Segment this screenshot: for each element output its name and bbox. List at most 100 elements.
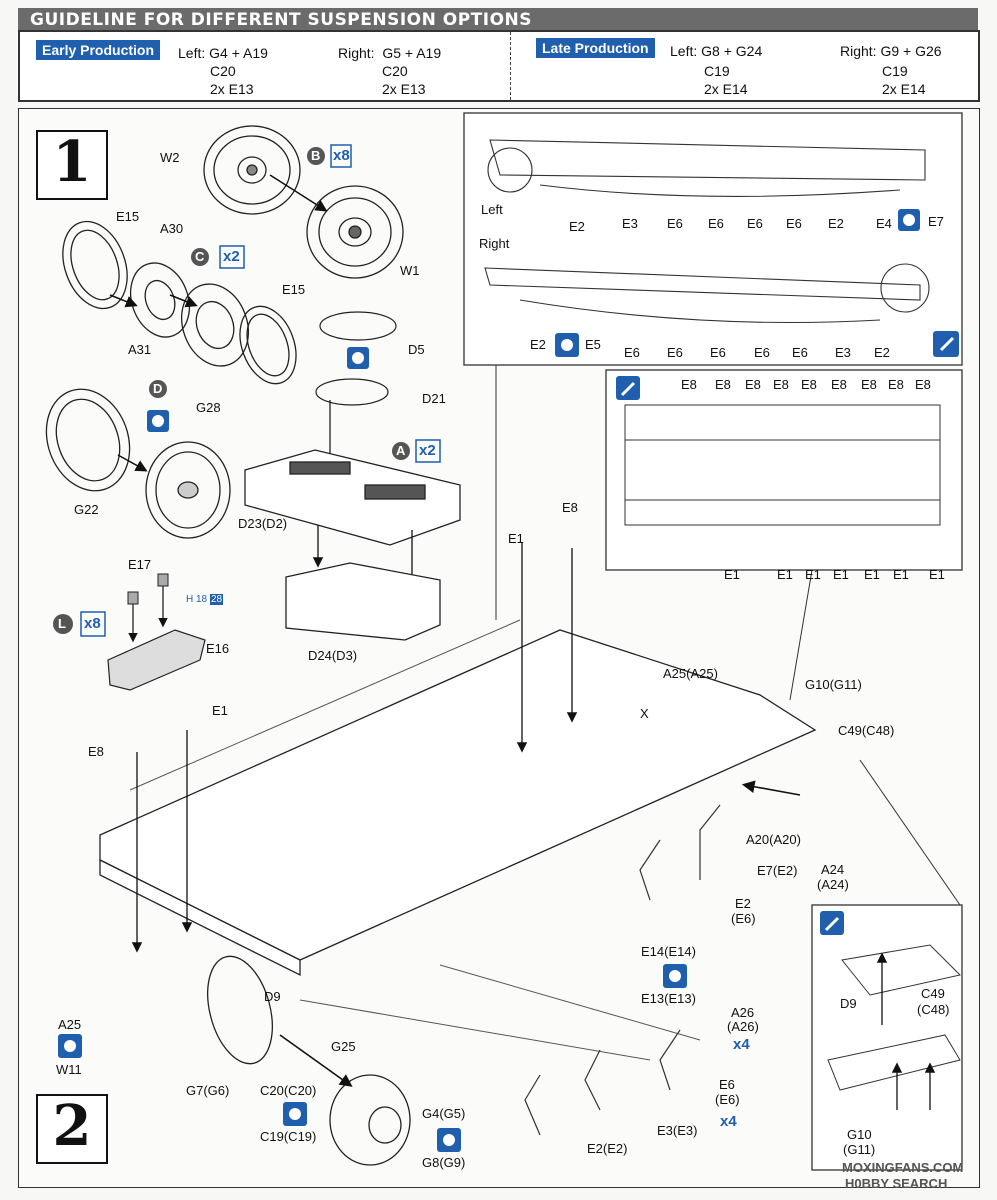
label-e17: E17 xyxy=(128,557,152,572)
paint-brush-icon-c xyxy=(820,911,844,935)
right-part-9: E2 xyxy=(874,345,890,360)
right-part-6: E6 xyxy=(754,345,770,360)
label-a25b: A25 xyxy=(58,1017,82,1032)
label-e1-left: E1 xyxy=(212,703,228,718)
left-part-7: E2 xyxy=(828,216,844,231)
badge-b-letter: B xyxy=(311,148,321,163)
hull-side-right xyxy=(484,263,930,324)
drive-sprocket-g7 xyxy=(207,955,273,1065)
e1-label-3: E1 xyxy=(805,567,821,582)
either-or-icon-g4 xyxy=(437,1128,461,1152)
label-e6b: (E6) xyxy=(731,911,756,926)
detail-label-g10: G10 xyxy=(847,1127,872,1142)
left-part-6: E6 xyxy=(786,216,802,231)
label-d21: D21 xyxy=(422,391,446,406)
label-e2b: E2(E2) xyxy=(587,1141,628,1156)
track-pin-e17b xyxy=(157,573,169,587)
label-d23: D23(D2) xyxy=(238,516,288,531)
left-part-1: E2 xyxy=(569,219,585,234)
pe-ref-18: 18 xyxy=(196,594,208,605)
label-d5: D5 xyxy=(408,342,425,357)
e1-label-2: E1 xyxy=(777,567,793,582)
e8-label-3: E8 xyxy=(745,377,761,392)
e8-label-2: E8 xyxy=(715,377,731,392)
tire-ring-e15b xyxy=(239,305,297,385)
options-divider xyxy=(510,32,511,100)
sprocket-g28 xyxy=(145,441,231,539)
label-e15a: E15 xyxy=(116,209,140,224)
e8-label-6: E8 xyxy=(831,377,847,392)
label-g4: G4(G5) xyxy=(422,1106,466,1121)
hull-bottom-view xyxy=(624,404,941,526)
label-g22: G22 xyxy=(74,502,99,517)
e8-label-7: E8 xyxy=(861,377,877,392)
either-or-icon-c20 xyxy=(283,1102,307,1126)
label-e15b: E15 xyxy=(282,282,306,297)
late-production-label: Late Production xyxy=(536,38,655,58)
detail-label-c49: C49 xyxy=(921,986,945,1001)
step-number-1: 1 xyxy=(36,130,108,200)
sprocket-g22 xyxy=(45,388,131,492)
suspension-options-box: Early Production Left: G4 + A19 C20 2x E… xyxy=(18,30,980,102)
label-d24: D24(D3) xyxy=(308,648,358,663)
late-right-line1: Right: G9 + G26 xyxy=(840,43,942,59)
label-w1: W1 xyxy=(400,263,420,278)
either-or-icon-e14 xyxy=(663,964,687,988)
guideline-banner: GUIDELINE FOR DIFFERENT SUSPENSION OPTIO… xyxy=(18,8,978,30)
badge-c-count-box xyxy=(219,245,245,269)
label-g28: G28 xyxy=(196,400,221,415)
badge-a xyxy=(392,442,410,460)
early-left-line2: C20 xyxy=(210,63,236,79)
suspension-inset-panel xyxy=(463,112,963,366)
badge-c-letter: C xyxy=(195,249,205,264)
right-part-7: E6 xyxy=(792,345,808,360)
hull-side-left xyxy=(487,139,926,197)
late-left-line2: C19 xyxy=(704,63,730,79)
idler-a30 xyxy=(130,262,190,338)
badge-c-count: x2 xyxy=(223,248,240,265)
hull-chassis xyxy=(99,629,817,977)
right-part-3: E6 xyxy=(624,345,640,360)
label-e13: E13(E13) xyxy=(641,991,696,1006)
label-e6c: (E6) xyxy=(715,1092,740,1107)
label-a25a: A25(A25) xyxy=(663,666,718,681)
watermark-hobby-search: H0BBY SEARCH xyxy=(845,1176,948,1191)
e8-label-5: E8 xyxy=(801,377,817,392)
early-production-label: Early Production xyxy=(36,40,161,60)
detail-inset-panel xyxy=(811,904,963,1171)
label-right: Right xyxy=(479,236,510,251)
swing-arms xyxy=(524,804,721,1136)
e8-label-8: E8 xyxy=(888,377,904,392)
early-left-line1: Left: G4 + A19 xyxy=(178,45,268,61)
badge-l-count: x8 xyxy=(84,615,101,632)
early-left-line3: 2x E13 xyxy=(210,81,254,97)
late-right-line3: 2x E14 xyxy=(882,81,926,97)
label-g10: G10(G11) xyxy=(805,677,862,692)
label-w11: W11 xyxy=(56,1062,82,1077)
label-a31: A31 xyxy=(128,342,152,357)
badge-b xyxy=(307,147,325,165)
disc-d5 xyxy=(319,311,397,341)
e1-label-4: E1 xyxy=(833,567,849,582)
quantity-x4-a26: x4 xyxy=(733,1036,750,1053)
right-part-5: E6 xyxy=(710,345,726,360)
hull-bottom-inset-panel xyxy=(605,369,963,571)
pe-ref-28: 28 xyxy=(210,594,224,605)
e8-label-9: E8 xyxy=(915,377,931,392)
right-part-1: E2 xyxy=(530,337,546,352)
right-part-4: E6 xyxy=(667,345,683,360)
badge-l-letter: L xyxy=(58,616,66,631)
early-right-line2: C20 xyxy=(382,63,408,79)
label-d9: D9 xyxy=(264,989,281,1004)
label-a24b: (A24) xyxy=(817,877,849,892)
paint-brush-icon-b xyxy=(616,376,640,400)
label-a26b: (A26) xyxy=(727,1019,759,1034)
torsion-bars xyxy=(129,619,701,1061)
banner-title: GUIDELINE FOR DIFFERENT SUSPENSION OPTIO… xyxy=(30,10,533,30)
detail-label-c48: (C48) xyxy=(917,1002,950,1017)
watermark-site: MOXINGFANS.COM xyxy=(842,1160,964,1175)
tire-ring-e15 xyxy=(62,220,128,310)
badge-d xyxy=(149,380,167,398)
left-part-8: E4 xyxy=(876,216,892,231)
